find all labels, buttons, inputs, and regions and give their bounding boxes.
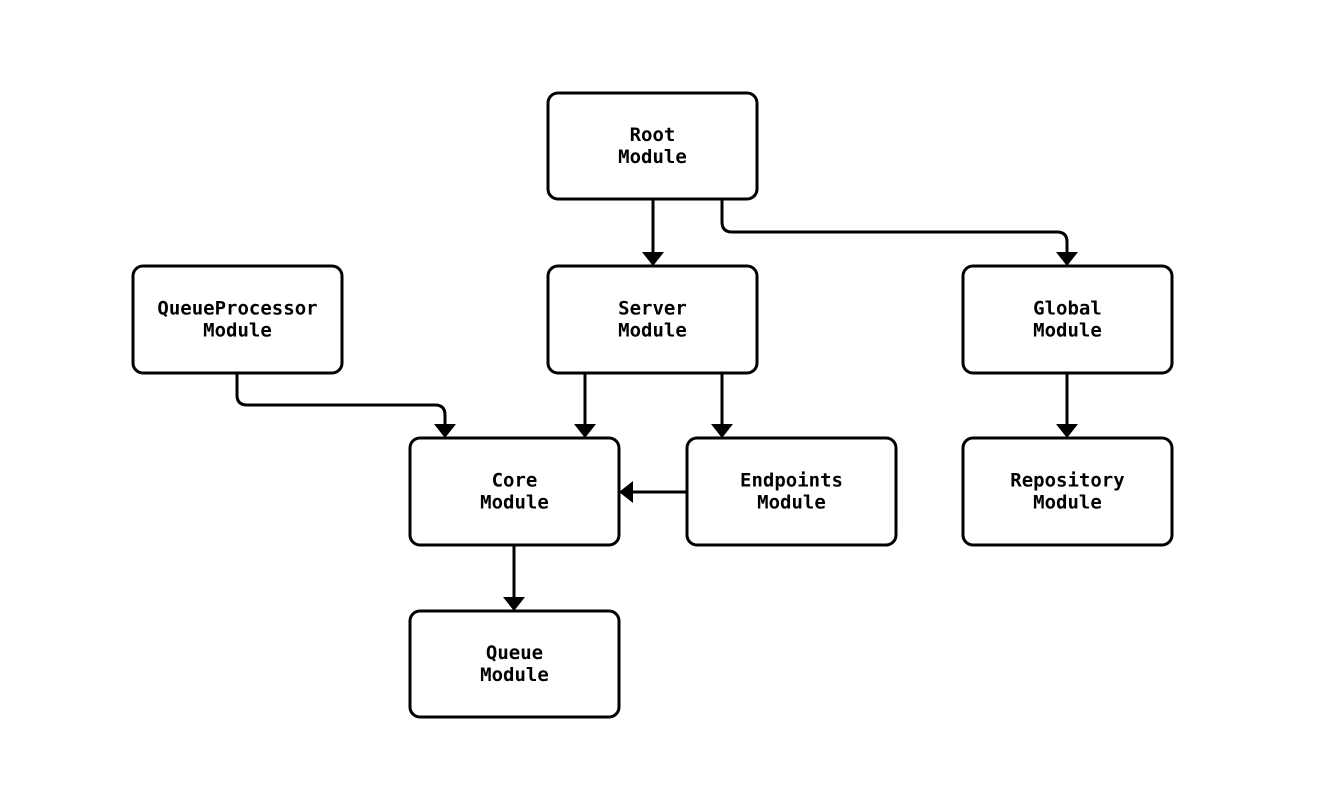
node-label-line: Module <box>618 146 687 168</box>
arrowhead-root-module-to-global-module <box>1056 252 1078 266</box>
node-box <box>408 436 621 547</box>
node-label-line: Server <box>618 298 687 320</box>
arrowhead-queueprocessor-module-to-core-module <box>434 424 456 438</box>
node-label-line: Repository <box>1010 470 1124 492</box>
arrowhead-root-module-to-server-module <box>642 252 664 266</box>
node-label-line: Module <box>757 492 826 514</box>
node-label-line: QueueProcessor <box>157 298 317 320</box>
node-box <box>546 264 759 375</box>
node-label-line: Core <box>492 470 538 492</box>
node-label-line: Module <box>1033 320 1102 342</box>
node-label-line: Global <box>1033 298 1102 320</box>
edge-queueprocessor-module-to-core-module <box>235 373 447 425</box>
node-label-line: Root <box>630 124 676 146</box>
node-label-line: Module <box>203 320 272 342</box>
arrowhead-core-module-to-queue-module <box>503 597 525 611</box>
node-label-line: Module <box>480 664 549 686</box>
node-box <box>685 436 898 547</box>
node-label-line: Module <box>618 320 687 342</box>
arrowhead-server-module-to-endpoints-module <box>711 424 733 438</box>
arrowhead-server-module-to-core-module <box>574 424 596 438</box>
node-box <box>546 91 759 201</box>
node-label-line: Endpoints <box>740 470 843 492</box>
node-label-line: Queue <box>486 642 543 664</box>
arrowhead-endpoints-module-to-core-module <box>619 481 633 503</box>
node-box <box>961 436 1174 547</box>
node-box <box>408 609 621 719</box>
arrowhead-global-module-to-repository-module <box>1056 424 1078 438</box>
node-box <box>961 264 1174 375</box>
node-box <box>131 264 344 375</box>
node-label-line: Module <box>1033 492 1102 514</box>
edge-root-module-to-global-module <box>720 199 1069 253</box>
node-label-line: Module <box>480 492 549 514</box>
